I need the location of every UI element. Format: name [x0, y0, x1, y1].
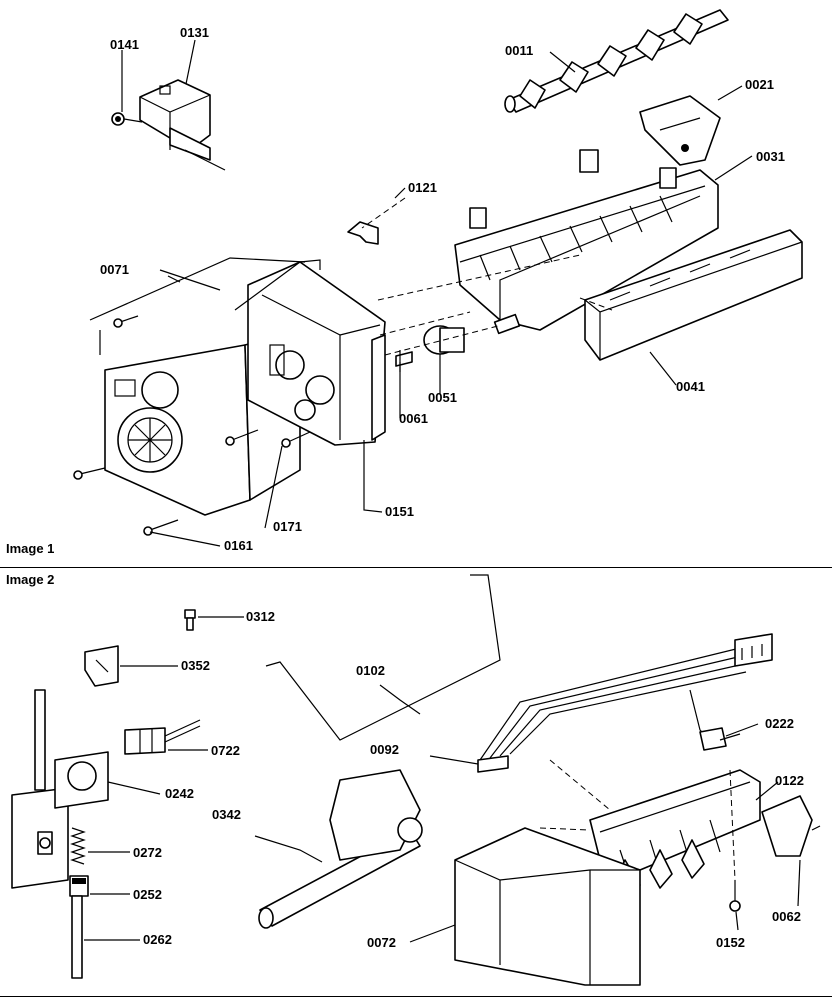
part-0061-pin	[395, 350, 413, 372]
part-0342-fill-tube	[254, 769, 423, 929]
part-screws-image1	[73, 315, 311, 536]
label-0272: 0272	[133, 845, 162, 860]
label-0102: 0102	[356, 663, 385, 678]
part-0131-bracket	[139, 79, 226, 171]
part-0352-clip	[84, 645, 178, 687]
part-0252-cap	[69, 875, 130, 897]
part-0141-screw	[111, 112, 143, 126]
label-0152: 0152	[716, 935, 745, 950]
label-0722: 0722	[211, 743, 240, 758]
section-title-image2: Image 2	[6, 572, 55, 587]
label-0161: 0161	[224, 538, 253, 553]
label-0342: 0342	[212, 807, 241, 822]
part-frame-box	[234, 259, 386, 446]
leaders-image1	[121, 39, 753, 547]
label-0041: 0041	[676, 379, 705, 394]
part-0062-bracket	[761, 795, 821, 907]
label-0151: 0151	[385, 504, 414, 519]
section-title-image1: Image 1	[6, 541, 55, 556]
part-0072-cover	[409, 827, 641, 986]
label-0312: 0312	[246, 609, 275, 624]
label-0352: 0352	[181, 658, 210, 673]
bottom-rule	[0, 996, 832, 997]
part-0151-plate	[371, 334, 386, 441]
label-0062: 0062	[772, 909, 801, 924]
label-0252: 0252	[133, 887, 162, 902]
part-0312-screw	[184, 609, 244, 631]
part-0222-switch	[699, 723, 759, 751]
label-0071: 0071	[100, 262, 129, 277]
part-small-shaft	[493, 313, 521, 335]
label-0262: 0262	[143, 932, 172, 947]
part-0262-tube	[71, 895, 140, 979]
label-0171: 0171	[273, 519, 302, 534]
part-0041-strip	[584, 229, 803, 361]
label-0021: 0021	[745, 77, 774, 92]
label-0061: 0061	[399, 411, 428, 426]
label-0072: 0072	[367, 935, 396, 950]
label-0011: 0011	[505, 43, 534, 58]
part-0152-screw	[729, 880, 741, 931]
label-0122: 0122	[775, 773, 804, 788]
label-0031: 0031	[756, 149, 785, 164]
label-0121: 0121	[408, 180, 437, 195]
part-0121-clip	[347, 221, 379, 245]
part-0092-harness	[429, 633, 773, 773]
label-0242: 0242	[165, 786, 194, 801]
label-0222: 0222	[765, 716, 794, 731]
label-0141: 0141	[110, 37, 139, 52]
part-0272-spring	[70, 827, 130, 865]
part-0242-valve	[11, 689, 161, 889]
part-0031-mold	[454, 149, 719, 331]
section-divider	[0, 567, 832, 568]
part-0011-ejector	[504, 9, 729, 113]
part-0102-wire	[265, 574, 501, 741]
label-0051: 0051	[428, 390, 457, 405]
part-0021-cover	[639, 95, 721, 166]
part-0722-connector	[124, 719, 208, 755]
label-0092: 0092	[370, 742, 399, 757]
label-0131: 0131	[180, 25, 209, 40]
